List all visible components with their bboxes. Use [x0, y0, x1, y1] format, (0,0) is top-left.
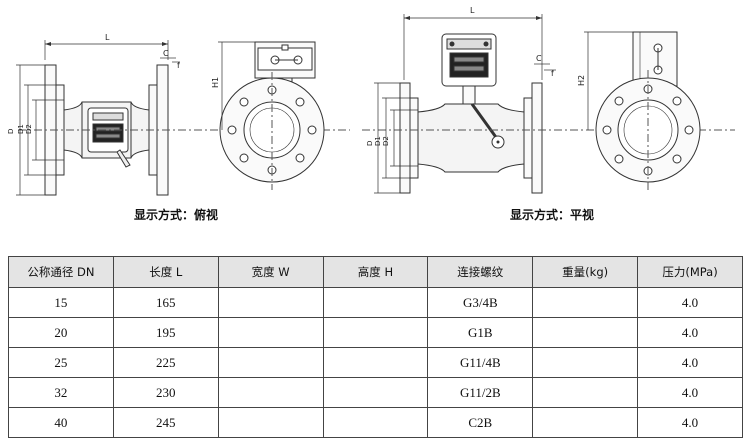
cell-length: 165 [112, 287, 219, 318]
cell-length: 225 [112, 347, 219, 378]
cell-weight [532, 347, 639, 378]
cell-thread: G11/2B [427, 377, 534, 408]
dim-D2-right: D2 [382, 136, 390, 146]
caption-level-view: 显示方式：平视 [510, 208, 595, 222]
cell-dn: 32 [8, 377, 114, 408]
dim-L-left: L [105, 33, 110, 42]
table-header-row: 公称通径 DN 长度 L 宽度 W 高度 H 连接螺纹 重量(kg) 压力(MP… [8, 256, 743, 288]
dim-D1-left: D1 [17, 124, 25, 134]
dim-C-left: C [163, 49, 169, 58]
cell-height [322, 317, 429, 348]
cell-height [322, 287, 429, 318]
cell-thread: G3/4B [427, 287, 534, 318]
cell-pressure: 4.0 [637, 407, 743, 438]
dim-H1: H1 [211, 77, 220, 88]
dim-D-right: D [366, 141, 374, 146]
cell-length: 245 [112, 407, 219, 438]
cell-weight [532, 287, 639, 318]
cell-pressure: 4.0 [637, 287, 743, 318]
dim-H2: H2 [577, 75, 586, 86]
dim-f-right: f [551, 69, 554, 78]
cell-width [217, 407, 324, 438]
cell-thread: G1B [427, 317, 534, 348]
cell-dn: 20 [8, 317, 114, 348]
technical-drawing: L C f D D1 D2 [7, 6, 735, 196]
transmitter-head [441, 33, 497, 105]
cell-height [322, 377, 429, 408]
left-front-view: H1 [211, 41, 325, 190]
cell-dn: 25 [8, 347, 114, 378]
header-dn: 公称通径 DN [8, 256, 114, 288]
dim-L-right: L [470, 6, 475, 15]
cell-width [217, 317, 324, 348]
header-length: 长度 L [112, 256, 219, 288]
dim-D-left: D [7, 129, 15, 134]
right-side-view: L C f D D1 D2 [362, 6, 735, 194]
dim-C-right: C [536, 54, 542, 63]
cell-pressure: 4.0 [637, 377, 743, 408]
dim-D2-left: D2 [25, 124, 33, 134]
cell-height [322, 407, 429, 438]
spec-table: 公称通径 DN 长度 L 宽度 W 高度 H 连接螺纹 重量(kg) 压力(MP… [8, 256, 743, 438]
cell-width [217, 377, 324, 408]
caption-top-view: 显示方式：俯视 [134, 208, 219, 222]
table-row: 20 195 G1B 4.0 [8, 317, 743, 348]
cell-height [322, 347, 429, 378]
cell-pressure: 4.0 [637, 347, 743, 378]
cell-weight [532, 377, 639, 408]
cell-dn: 15 [8, 287, 114, 318]
transmitter-display-top [87, 107, 129, 153]
header-thread: 连接螺纹 [427, 256, 534, 288]
cell-weight [532, 317, 639, 348]
cell-width [217, 347, 324, 378]
table-row: 25 225 G11/4B 4.0 [8, 347, 743, 378]
left-side-view: L C f D D1 D2 [7, 33, 350, 196]
cell-pressure: 4.0 [637, 317, 743, 348]
cell-width [217, 287, 324, 318]
header-weight: 重量(kg) [532, 256, 639, 288]
cell-weight [532, 407, 639, 438]
table-row: 40 245 C2B 4.0 [8, 407, 743, 438]
header-height: 高度 H [322, 256, 429, 288]
header-width: 宽度 W [217, 256, 324, 288]
cell-length: 195 [112, 317, 219, 348]
dim-f-left: f [177, 61, 180, 70]
cell-length: 230 [112, 377, 219, 408]
table-row: 15 165 G3/4B 4.0 [8, 287, 743, 318]
dim-D1-right: D1 [374, 136, 382, 146]
header-pressure: 压力(MPa) [637, 256, 743, 288]
cell-thread: C2B [427, 407, 534, 438]
right-front-view: H2 [577, 31, 701, 192]
cell-thread: G11/4B [427, 347, 534, 378]
cell-dn: 40 [8, 407, 114, 438]
table-row: 32 230 G11/2B 4.0 [8, 377, 743, 408]
